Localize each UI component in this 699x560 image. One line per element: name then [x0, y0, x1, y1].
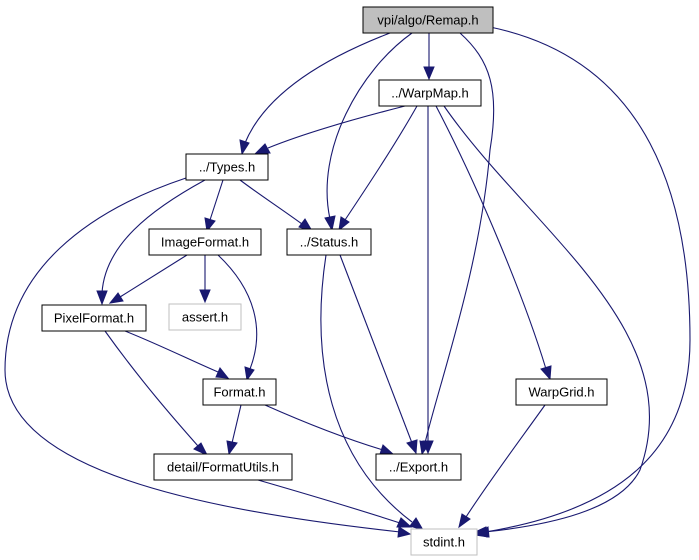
- node-label: Format.h: [213, 385, 265, 400]
- edge-types-to-pixelformat: [96, 179, 206, 306]
- node-label: ImageFormat.h: [161, 235, 249, 250]
- node-label: ../Export.h: [389, 460, 448, 475]
- edge-status-to-export: [339, 254, 418, 455]
- edge-format-to-formatutils: [226, 404, 242, 456]
- node-format-h[interactable]: Format.h: [202, 378, 277, 406]
- edge-format-to-export: [264, 404, 396, 456]
- edge-warpmap-to-status: [338, 105, 418, 232]
- node-label: WarpGrid.h: [529, 385, 595, 400]
- edge-warpmap-to-export: [422, 106, 434, 455]
- edge-remap-to-stdint: [473, 26, 691, 538]
- node-label: assert.h: [182, 310, 228, 325]
- edge-pixelformat-to-format: [124, 330, 230, 379]
- node-export-h[interactable]: ../Export.h: [375, 453, 462, 481]
- edge-types-to-imageformat: [204, 179, 224, 233]
- node-remap-h[interactable]: vpi/algo/Remap.h: [362, 6, 494, 34]
- node-stdint-h[interactable]: stdint.h: [410, 528, 478, 556]
- node-label: stdint.h: [423, 535, 465, 550]
- edge-warpmap-to-types: [254, 105, 406, 154]
- edge-remap-to-status: [324, 32, 413, 232]
- node-label: ../Status.h: [300, 235, 359, 250]
- node-label: vpi/algo/Remap.h: [377, 13, 478, 28]
- edge-warpmap-to-stdint: [443, 105, 651, 538]
- node-warpgrid-h[interactable]: WarpGrid.h: [515, 378, 608, 406]
- node-status-h[interactable]: ../Status.h: [286, 228, 372, 256]
- node-label: ../WarpMap.h: [391, 86, 469, 101]
- node-types-h[interactable]: ../Types.h: [185, 153, 269, 181]
- node-imageformat-h[interactable]: ImageFormat.h: [148, 228, 262, 256]
- edge-imageformat-to-assert: [199, 255, 211, 304]
- edge-remap-to-warpmap: [423, 33, 435, 81]
- edge-pixelformat-to-formatutils: [104, 330, 209, 457]
- edge-types-to-status: [239, 179, 314, 232]
- edge-status-to-stdint: [320, 254, 425, 531]
- node-pixelformat-h[interactable]: PixelFormat.h: [41, 304, 147, 332]
- node-assert-h[interactable]: assert.h: [168, 303, 242, 331]
- edge-imageformat-to-format: [217, 254, 258, 382]
- node-label: PixelFormat.h: [54, 311, 134, 326]
- edge-warpgrid-to-stdint: [458, 404, 546, 529]
- edge-types-to-stdint: [4, 177, 412, 538]
- node-formatutils-h[interactable]: detail/FormatUtils.h: [153, 453, 293, 481]
- node-label: ../Types.h: [199, 160, 255, 175]
- node-warpmap-h[interactable]: ../WarpMap.h: [378, 79, 482, 107]
- edge-formatutils-to-stdint: [257, 479, 413, 528]
- edge-warpmap-to-warpgrid: [435, 105, 552, 381]
- node-label: detail/FormatUtils.h: [167, 460, 279, 475]
- edge-imageformat-to-pixelformat: [108, 254, 188, 304]
- edge-remap-to-types: [239, 32, 391, 156]
